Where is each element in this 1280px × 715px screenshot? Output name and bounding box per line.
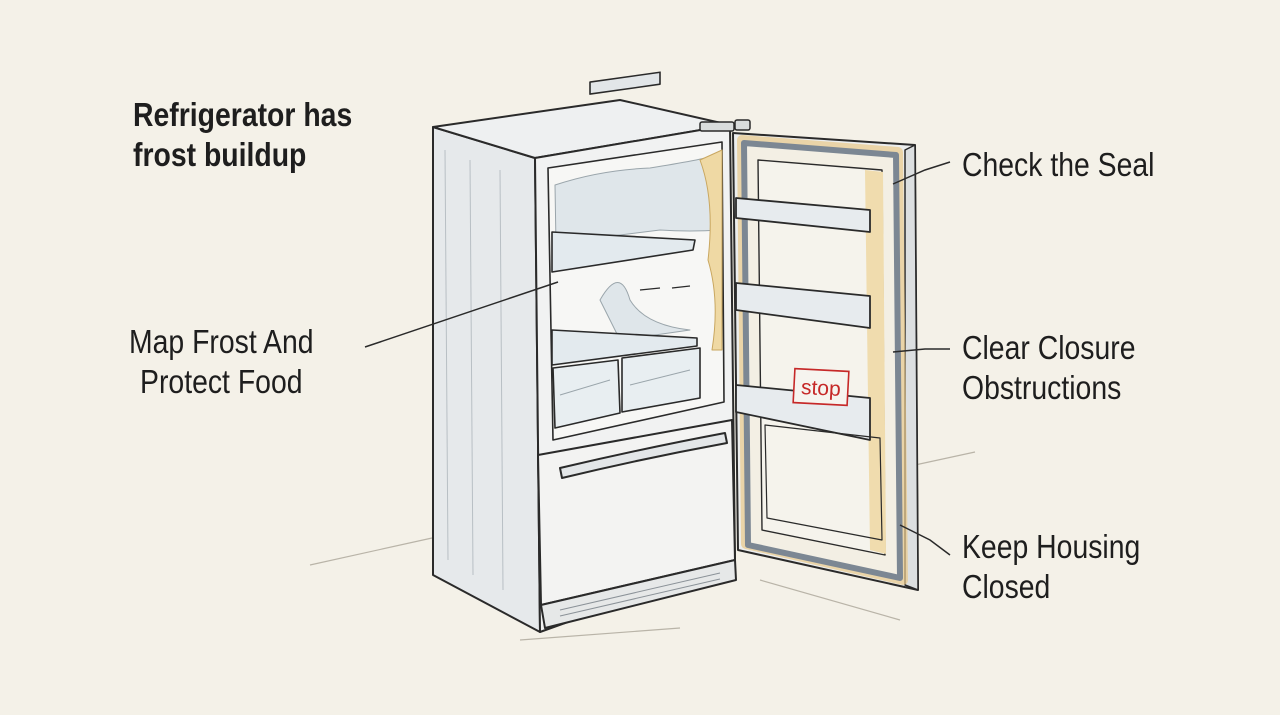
door-hinges (699, 119, 751, 132)
floor-lines (309, 451, 976, 641)
label-keep-housing: Keep Housing Closed (962, 527, 1140, 607)
shelf-upper (551, 231, 696, 273)
kickplate-grille (540, 559, 737, 629)
leader-map-frost (364, 281, 559, 348)
label-closure-line-1: Clear Closure (962, 329, 1136, 366)
label-housing-line-1: Keep Housing (962, 528, 1141, 565)
frost-patch-right (699, 149, 723, 351)
leader-keep-housing (899, 524, 951, 556)
frost-patch-mid (599, 282, 691, 341)
label-closure-line-2: Obstructions (962, 369, 1122, 406)
door-bin-top (735, 197, 871, 233)
label-map-line-1: Map Frost And (129, 323, 314, 360)
crisper-right (621, 347, 701, 413)
fridge-interior (547, 71, 725, 441)
fridge-door (732, 132, 919, 591)
leader-check-seal (892, 161, 951, 185)
label-map-frost: Map Frost And Protect Food (129, 322, 314, 402)
freezer-drawer (537, 419, 737, 629)
label-frost-line-2: frost buildup (133, 136, 307, 173)
label-map-line-2: Protect Food (140, 363, 303, 400)
stop-sign-text: stop (800, 376, 841, 401)
label-frost-buildup: Refrigerator has frost buildup (133, 95, 352, 175)
door-bin-middle (735, 282, 871, 329)
label-clear-closure: Clear Closure Obstructions (962, 328, 1136, 408)
drawer-handle (559, 432, 728, 479)
shelf-middle (551, 329, 698, 366)
crisper-left (552, 359, 621, 429)
interior-vent (589, 71, 661, 95)
leader-lines (364, 161, 951, 556)
label-check-seal: Check the Seal (962, 145, 1154, 185)
label-housing-line-2: Closed (962, 568, 1051, 605)
label-frost-line-1: Refrigerator has (133, 96, 353, 133)
label-seal-line-1: Check the Seal (962, 146, 1155, 183)
stop-sign: stop (792, 367, 850, 407)
door-lower-compartment (764, 424, 883, 541)
cabinet-side (432, 126, 541, 633)
leader-clear-closure (892, 348, 950, 353)
